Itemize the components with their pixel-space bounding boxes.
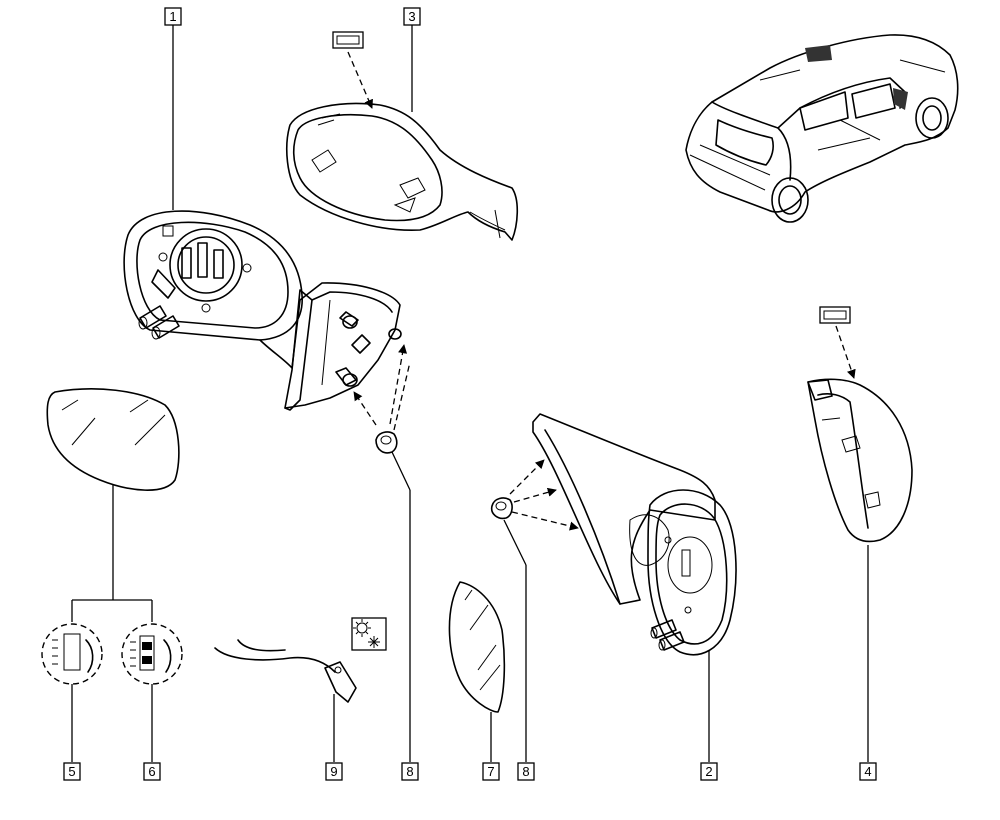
fastener-nut-left [375,431,398,454]
callout-c4: 4 [859,762,877,781]
mirror-glass-left [46,388,180,491]
callout-number: 9 [330,764,337,779]
callout-c3: 3 [403,7,421,26]
callout-c2: 2 [700,762,718,781]
glass-variant-6 [121,623,183,685]
callout-c8a: 8 [401,762,419,781]
callout-c7: 7 [482,762,500,781]
callout-number: 8 [406,764,413,779]
mirror-cover-cap-left [286,102,519,241]
callout-box [164,7,182,26]
callout-number: 2 [705,764,712,779]
callout-number: 8 [522,764,529,779]
callout-number: 7 [487,764,494,779]
callout-box [63,762,81,781]
callout-box [859,762,877,781]
mirror-body-right [532,413,737,656]
callout-labels: 1 2 3 4 5 6 7 8 8 9 [63,7,877,781]
callout-box [482,762,500,781]
callout-box [517,762,535,781]
mirror-cover-cap-right [807,378,913,543]
callout-box [403,7,421,26]
callout-number: 4 [864,764,871,779]
mirror-glass-right [448,581,506,713]
hot-cold-climate-icon [351,617,387,651]
car-illustration [685,34,959,223]
callout-box [700,762,718,781]
callout-box [325,762,343,781]
callout-c6: 6 [143,762,161,781]
callout-c8b: 8 [517,762,535,781]
callout-box [401,762,419,781]
callout-number: 1 [169,9,176,24]
glass-variant-5 [41,623,103,685]
callout-c5: 5 [63,762,81,781]
callout-box [143,762,161,781]
mirror-body-left [123,210,402,411]
callout-c1: 1 [164,7,182,26]
callout-number: 5 [68,764,75,779]
wiring-harness [214,639,357,703]
callout-number: 6 [148,764,155,779]
callout-c9: 9 [325,762,343,781]
fastener-nut-right [490,497,513,520]
callout-number: 3 [408,9,415,24]
